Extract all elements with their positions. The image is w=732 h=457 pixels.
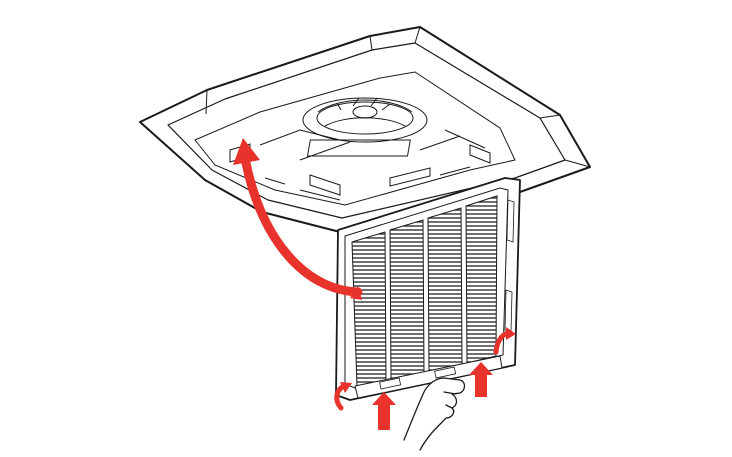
filter-panel (335, 177, 521, 401)
push-up-arrow-left-icon (372, 392, 396, 430)
hand-icon (403, 377, 466, 451)
push-up-arrow-right-icon (469, 362, 493, 397)
hook-arrow-left-icon (334, 382, 352, 411)
hook-arrow-right-icon (493, 327, 516, 355)
swing-up-arrow-icon (233, 138, 363, 300)
fan-assembly (194, 71, 516, 206)
